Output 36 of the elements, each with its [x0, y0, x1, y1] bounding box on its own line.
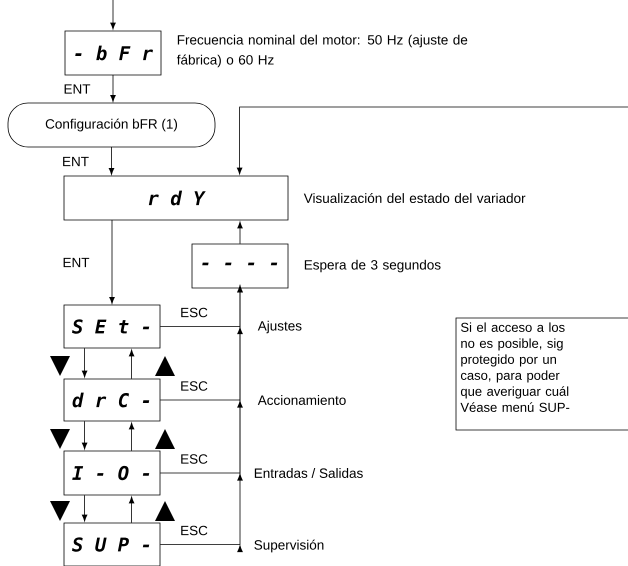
description-text: Frecuencia nominal del motor: 50 Hz (ajuste de fábrica) o 60 Hz	[176, 34, 468, 68]
rounded-box: Configuración bFR (1)	[8, 102, 216, 148]
arrow	[108, 146, 114, 175]
arrow	[128, 422, 134, 451]
display-box: r d Y	[64, 176, 288, 220]
arrow	[110, 74, 116, 102]
display-box: - - - -	[192, 244, 288, 288]
edge-label: ENT	[61, 156, 90, 168]
arrow	[82, 421, 88, 450]
edge-label: ESC	[179, 453, 209, 465]
arrow	[128, 350, 134, 379]
edge-label: ESC	[179, 306, 209, 318]
arrow	[237, 222, 243, 244]
menu-label: Accionamiento	[258, 395, 346, 405]
display-box: - b F r	[64, 30, 162, 76]
menu-label: Ajustes	[258, 320, 302, 334]
arrow	[82, 348, 88, 378]
arrow	[236, 106, 628, 174]
menu-label: Entradas / Salidas	[254, 468, 363, 478]
arrow	[109, 220, 115, 304]
arrow	[110, 0, 116, 30]
display-box: S U P -	[64, 522, 160, 566]
edge-label: ESC	[179, 380, 209, 392]
arrow	[160, 286, 243, 552]
display-box: S E t -	[64, 304, 160, 348]
description-text: Visualización del estado del variador	[304, 192, 526, 204]
edge-label: ESC	[179, 524, 209, 536]
description-text: Espera de 3 segundos	[304, 260, 441, 272]
arrow	[82, 495, 88, 522]
display-box: I - O -	[64, 450, 160, 496]
note-box: Si el acceso a los no es posible, sig protegido por un caso, para poder que averiguar cuál Véase menú SUP-	[456, 318, 628, 430]
edge-label: ENT	[62, 83, 92, 95]
edge-label: ENT	[62, 256, 90, 268]
menu-label: Supervisión	[254, 540, 324, 552]
arrow	[128, 496, 134, 523]
display-box: d r C -	[64, 378, 160, 422]
